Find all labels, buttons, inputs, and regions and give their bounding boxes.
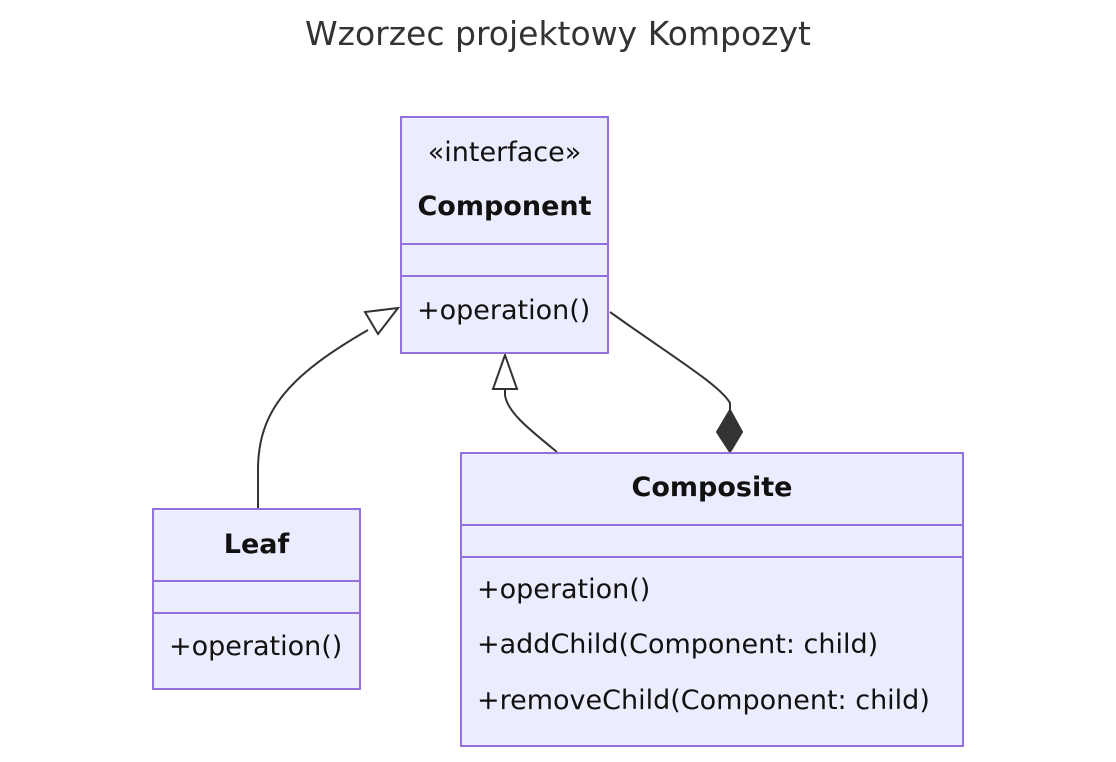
class-leaf: Leaf +operation() — [152, 508, 361, 690]
class-component: «interface» Component +operation() — [400, 116, 609, 354]
class-composite: Composite +operation() +addChild(Compone… — [460, 452, 964, 747]
component-stereotype: «interface» — [427, 137, 582, 168]
leaf-attributes-section — [154, 580, 359, 582]
component-methods-section — [402, 275, 607, 277]
composition-diamond — [715, 407, 744, 454]
composite-inheritance-edge — [504, 389, 558, 453]
diagram-title: Wzorzec projektowy Kompozyt — [305, 14, 811, 53]
composite-methods-section — [462, 556, 962, 558]
composite-method: +operation() — [477, 574, 651, 605]
composition-edge — [609, 311, 731, 410]
composite-method: +removeChild(Component: child) — [477, 685, 930, 716]
component-attributes-section — [402, 243, 607, 245]
leaf-name: Leaf — [223, 529, 290, 560]
component-name: Component — [417, 191, 592, 222]
leaf-methods-section — [154, 612, 359, 614]
composite-attributes-section — [462, 524, 962, 526]
composite-name: Composite — [631, 472, 793, 503]
composite-method: +addChild(Component: child) — [477, 629, 879, 660]
component-method: +operation() — [417, 295, 591, 326]
leaf-inheritance-edge — [257, 329, 369, 508]
leaf-method: +operation() — [169, 631, 343, 662]
leaf-inheritance-arrowhead — [363, 306, 401, 336]
composite-inheritance-arrowhead — [491, 351, 519, 390]
